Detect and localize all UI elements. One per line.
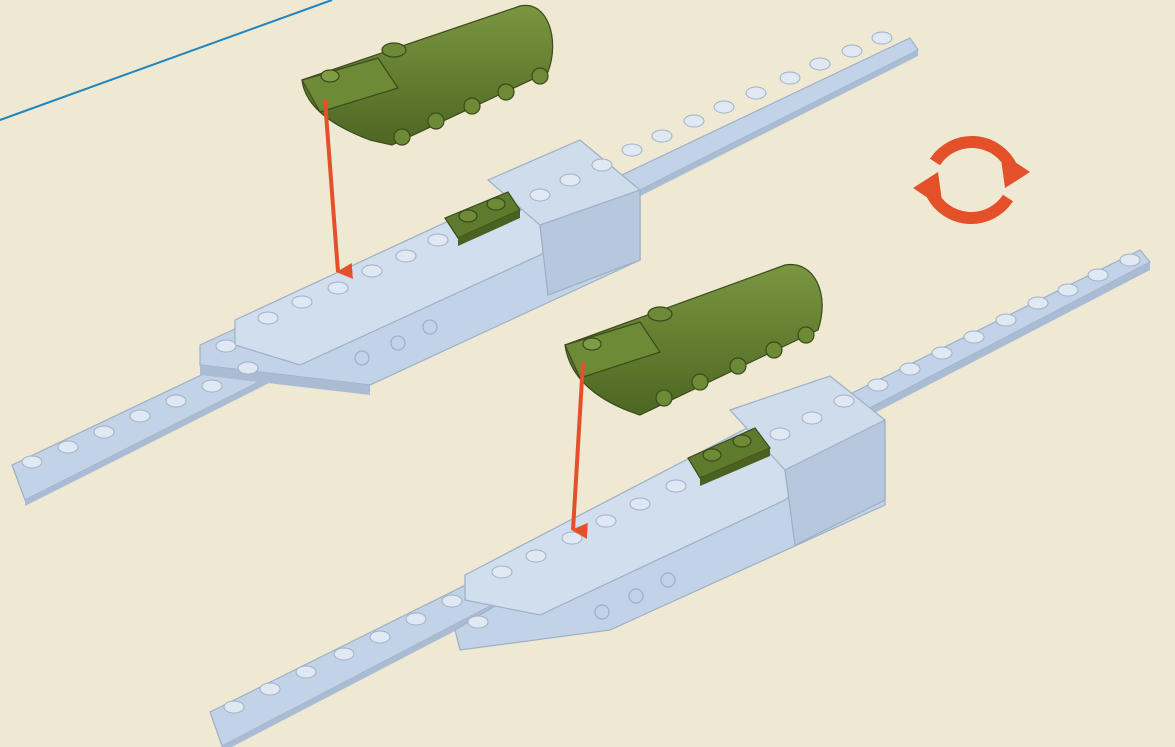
step-guide-line [0, 0, 332, 120]
engine-pod-1 [302, 5, 553, 145]
attach-arrow-1 [325, 100, 338, 272]
attach-arrow-2 [573, 362, 583, 530]
rotate-model-icon [913, 142, 1030, 218]
